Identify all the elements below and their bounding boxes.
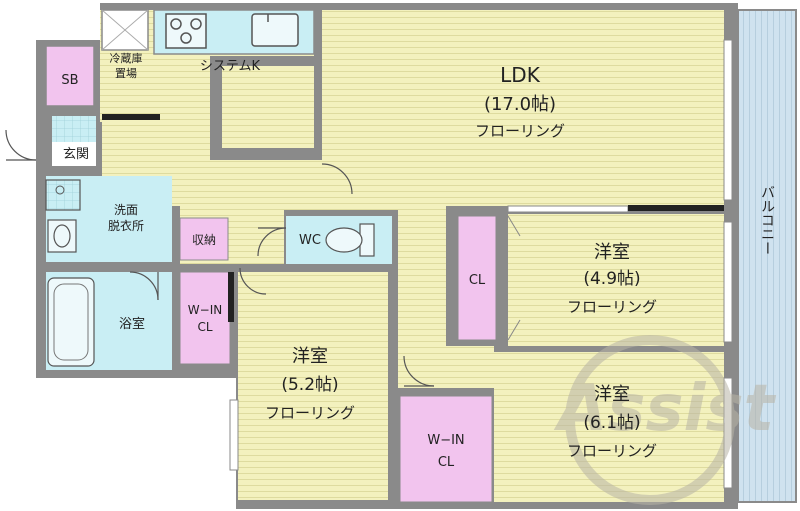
bathtub-icon [47, 277, 95, 367]
toilet-icon [325, 223, 375, 257]
sb-label: SB [61, 73, 78, 88]
wc-label: WC [299, 233, 321, 248]
washroom-label-2: 脱衣所 [108, 218, 144, 233]
shoe-box [45, 45, 95, 107]
western-a-floor [508, 214, 724, 346]
kitchen-label: システムK [200, 59, 261, 74]
window-ldk [723, 39, 733, 201]
ldk-size: (17.0帖) [484, 94, 556, 115]
entrance-label: 玄関 [63, 147, 89, 162]
svg-text:Assist: Assist [553, 372, 777, 446]
walkin-b-label-2: CL [438, 455, 455, 470]
vanity-icon [47, 219, 77, 253]
assist-watermark: Assist [553, 335, 777, 505]
western-b-size: (5.2帖) [281, 375, 338, 395]
western-a-size: (4.9帖) [583, 269, 640, 289]
walk-in-closet-a [179, 271, 231, 365]
fridge-label-1: 冷蔵庫 [110, 51, 143, 65]
walkin-a-label-1: W−IN [188, 303, 222, 317]
ldk-door-swing [321, 163, 353, 195]
walkin-b-label-1: W−IN [427, 433, 464, 448]
storage-closet [179, 217, 229, 261]
western-a-flooring: フローリング [567, 298, 657, 316]
walk-in-closet-b [399, 395, 493, 503]
washroom-label-1: 洗面 [114, 203, 138, 217]
western-a-name: 洋室 [594, 242, 630, 263]
bath-label: 浴室 [119, 316, 145, 332]
western-c-name: 洋室 [594, 384, 630, 405]
washing-machine-pan [45, 179, 81, 211]
stove-icon [165, 13, 207, 49]
western-c-size: (6.1帖) [583, 413, 640, 433]
western-c-flooring: フローリング [567, 442, 657, 460]
western-c-floor [494, 352, 724, 502]
ldk-flooring: フローリング [475, 122, 565, 140]
window-west-b [229, 399, 239, 471]
western-b-flooring: フローリング [265, 404, 355, 422]
closet-label: CL [469, 273, 486, 288]
walkin-a-label-2: CL [197, 320, 212, 334]
western-b-name: 洋室 [292, 346, 328, 367]
sink-icon [251, 13, 299, 47]
fridge-label-2: 置場 [115, 67, 137, 80]
western-b-floor [238, 272, 388, 500]
storage-label: 収納 [192, 233, 216, 247]
closet [457, 215, 497, 341]
balcony-label: バルコニー [759, 185, 775, 255]
balcony [737, 9, 797, 503]
window-west-a-balcony [723, 221, 733, 343]
western-b-door-swing [239, 267, 267, 295]
ldk-name: LDK [500, 63, 541, 87]
window-west-a [507, 205, 629, 213]
